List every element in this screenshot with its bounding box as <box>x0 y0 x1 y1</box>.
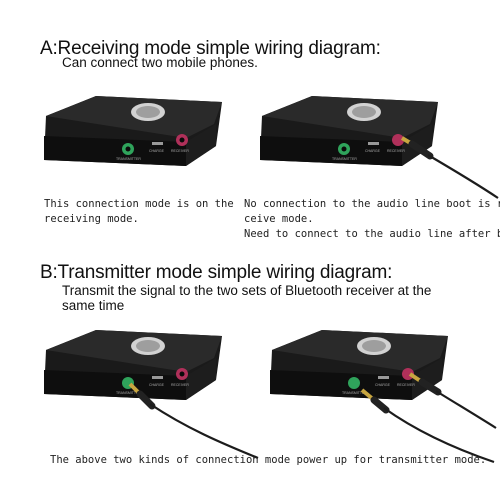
section-a-heading: A:Receiving mode simple wiring diagram: <box>40 38 381 59</box>
audio-cable <box>128 382 259 460</box>
section-a-subheading: Can connect two mobile phones. <box>62 55 258 70</box>
audio-cable <box>400 136 499 199</box>
port-label-charge: CHARGE <box>149 149 165 153</box>
audio-cable-receiver <box>408 372 497 429</box>
port-label-receiver: RECEIVER <box>171 149 189 153</box>
caption-line: receiving mode. <box>44 213 139 225</box>
port-label-receiver: RECEIVER <box>387 149 405 153</box>
caption-line: Need to connect to the audio line after … <box>244 228 500 240</box>
port-label-transmitter: TRANSMITTER <box>342 391 367 395</box>
port-label-charge: CHARGE <box>149 383 165 387</box>
caption-line: This connection mode is on the <box>44 198 234 210</box>
device-b1: TRANSMITTER CHARGE RECEIVER <box>44 330 259 460</box>
port-label-transmitter: TRANSMITTER <box>116 391 141 395</box>
receiver-port <box>392 134 404 146</box>
port-label-receiver: RECEIVER <box>397 383 415 387</box>
port-label-transmitter: TRANSMITTER <box>116 157 141 161</box>
audio-cable-transmitter <box>360 388 495 464</box>
subheading-line: Transmit the signal to the two sets of B… <box>62 283 432 298</box>
caption-a-left: This connection mode is on the receiving… <box>44 197 234 227</box>
device-b2: TRANSMITTER CHARGE RECEIVER <box>270 330 497 464</box>
port-label-charge: CHARGE <box>365 149 381 153</box>
charge-port <box>152 376 163 379</box>
port-label-transmitter: TRANSMITTER <box>332 157 357 161</box>
port-label-receiver: RECEIVER <box>171 383 189 387</box>
device-a2: TRANSMITTER CHARGE RECEIVER <box>260 96 499 199</box>
transmitter-port <box>348 377 360 389</box>
charge-port <box>368 142 379 145</box>
section-b-heading: B:Transmitter mode simple wiring diagram… <box>40 262 393 283</box>
caption-line: No connection to the audio line boot is … <box>244 198 500 210</box>
charge-port <box>378 376 389 379</box>
charge-port <box>152 142 163 145</box>
caption-a-right: No connection to the audio line boot is … <box>244 197 500 242</box>
section-b-subheading: Transmit the signal to the two sets of B… <box>62 283 498 313</box>
subheading-line: same time <box>62 298 125 313</box>
caption-line: ceive mode. <box>244 213 314 225</box>
footer-caption: The above two kinds of connection mode p… <box>50 454 487 466</box>
port-label-charge: CHARGE <box>375 383 391 387</box>
device-a1: TRANSMITTER CHARGE RECEIVER <box>44 96 222 166</box>
